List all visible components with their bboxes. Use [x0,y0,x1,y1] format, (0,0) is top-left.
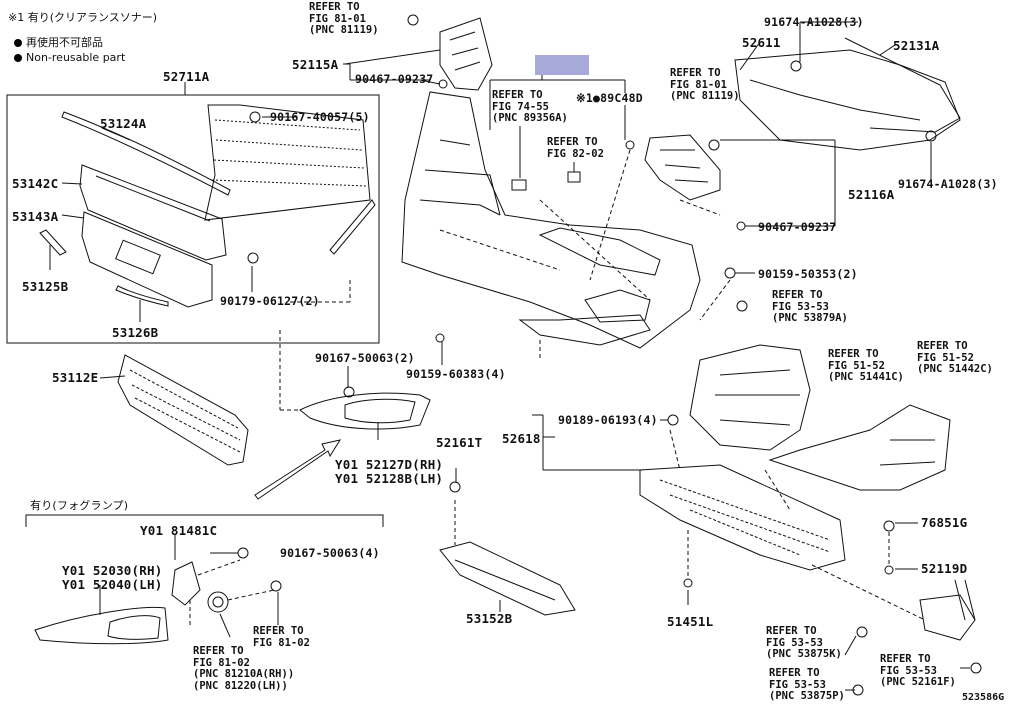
label-53125B: 53125B [22,279,69,294]
label-52040: Y01 52040(LH) [62,577,163,592]
label-81481C: Y01 81481C [140,523,218,538]
fog-lamp-bracket [25,514,384,527]
label-52115A: 52115A [292,57,339,72]
label-fog-header: 有り(フォグランプ) [30,499,129,512]
label-90467-09237-a: 90467-09237 [355,72,434,86]
ref-fig-81-02-a: REFER TO FIG 81-02 (PNC 81210A(RH)) (PNC… [193,645,295,692]
fog-cover-52030 [34,607,169,645]
diagram-code: 523586G [962,692,1005,703]
label-90159-50353: 90159-50353(2) [758,267,858,281]
ref-fig-51-52-a: REFER TO FIG 51-52 (PNC 51441C) [828,348,904,383]
label-52119D: 52119D [921,561,968,576]
moulding-53125B [39,229,67,256]
leader-lines [49,21,970,691]
label-90159-60383: 90159-60383(4) [406,367,506,381]
label-53112E: 53112E [52,370,99,385]
label-90467-09237-b: 90467-09237 [758,220,837,234]
note-nonreusable-jp: 再使用不可部品 [14,35,103,50]
bracket-lower-right [919,594,976,641]
guide-lines [189,149,926,625]
fog-bracket-81481C [171,561,201,606]
label-53126B: 53126B [112,325,159,340]
ref-fig-53-53-d: REFER TO FIG 53-53 (PNC 52161F) [880,653,956,688]
label-52128B: Y01 52128B(LH) [335,471,444,486]
fog-lamp [207,591,229,613]
label-53143A: 53143A [12,209,59,224]
label-91674-bottom: 91674-A1028(3) [898,177,998,191]
label-52161T: 52161T [436,435,483,450]
ref-fig-51-52-b: REFER TO FIG 51-52 (PNC 51442C) [917,340,993,375]
label-91674-top: 91674-A1028(3) [764,15,864,29]
label-90167-50063-a: 90167-50063(2) [315,351,415,365]
undercover-51442C [768,404,951,491]
ref-fig-53-53-b: REFER TO FIG 53-53 (PNC 53875K) [766,625,842,660]
label-90179-06127: 90179-06127(2) [220,294,320,308]
grille-assembly-frame [6,94,380,344]
direction-arrow [254,439,342,500]
ref-fig-82-02-a: REFER TO FIG 82-02 [547,136,604,160]
label-52131A: 52131A [893,38,940,53]
ref-fig-53-53-c: REFER TO FIG 53-53 (PNC 53875P) [769,667,845,702]
label-90189-06193: 90189-06193(4) [558,413,658,427]
note-nonreusable-en: Non-reusable part [14,50,125,65]
ref-fig-74-55: REFER TO FIG 74-55 (PNC 89356A) [492,89,568,124]
label-52127D: Y01 52127D(RH) [335,457,444,472]
label-52618: 52618 [502,431,541,446]
bumper-cover [401,91,701,349]
label-53142C: 53142C [12,176,59,191]
label-90167-50063-b: 90167-50063(4) [280,546,380,560]
undercover-51441C [689,344,811,451]
grille-52711A [204,104,371,221]
label-53152B: 53152B [466,611,513,626]
garnish-53143A [81,211,213,308]
bracket-52116A [644,134,721,201]
label-52611: 52611 [742,35,781,50]
cover-53152B [439,541,576,616]
garnish-53142C [79,164,227,261]
highlight-marker [535,55,589,75]
note-sonar: ※1 有り(クリアランスソナー) [8,11,158,24]
lower-grille-53112E [117,354,249,466]
label-52116A: 52116A [848,187,895,202]
label-51451L: 51451L [667,614,714,629]
moulding-53124A [61,111,231,196]
fog-bezel-52127D [299,392,431,430]
label-76851G: 76851G [921,515,968,530]
undercover-52618 [639,464,846,571]
ref-fig-81-01-b: REFER TO FIG 81-01 (PNC 81119) [670,67,740,102]
moulding-53126B [115,285,169,307]
ref-fig-53-53-a: REFER TO FIG 53-53 (PNC 53879A) [772,289,848,324]
bracket-52115A [439,17,493,91]
label-89C48D: ※1●89C48D [576,91,643,105]
label-53124A: 53124A [100,116,147,131]
reinforcement-52131A [734,49,961,151]
label-90167-40057: 90167-40057(5) [270,110,370,124]
label-52711A: 52711A [163,69,210,84]
ref-fig-81-01-a: REFER TO FIG 81-01 (PNC 81119) [309,1,379,36]
label-52030: Y01 52030(RH) [62,563,163,578]
ref-fig-81-02-b: REFER TO FIG 81-02 [253,625,310,649]
